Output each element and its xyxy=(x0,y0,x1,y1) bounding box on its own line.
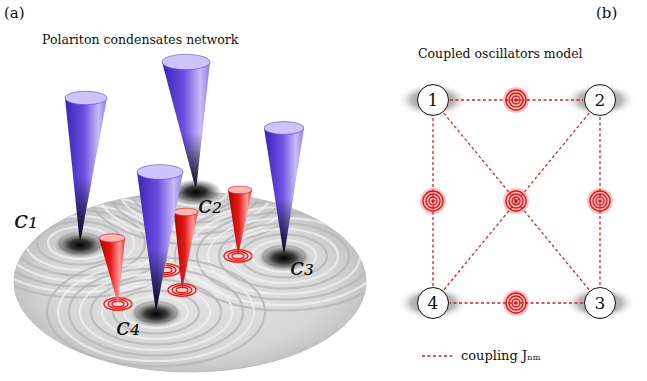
oscillator-node: 4 xyxy=(417,287,449,319)
oscillator-shadows xyxy=(397,83,636,320)
coupling-line xyxy=(450,302,583,303)
red-beam xyxy=(224,186,252,262)
oscillator-node: 3 xyxy=(584,287,616,319)
node-number: 1 xyxy=(428,92,439,109)
condensate-label: c₂ xyxy=(198,190,222,219)
coupling-sites xyxy=(420,87,613,316)
condensate-spots xyxy=(54,179,310,327)
pump-beam xyxy=(137,165,183,312)
condensate-label: c₄ xyxy=(116,312,140,341)
coupling-line xyxy=(444,113,589,290)
sample-disk xyxy=(14,192,366,372)
node-number: 3 xyxy=(595,295,606,312)
node-shadow xyxy=(397,286,469,320)
panel-heading: Coupled oscillators model xyxy=(418,46,583,61)
panel-label: (a) xyxy=(4,4,25,22)
coupling-line xyxy=(444,113,589,290)
condensate-label: c₁ xyxy=(14,205,38,234)
panel-heading: Polariton condensates network xyxy=(42,32,238,47)
red-beam xyxy=(99,234,132,310)
coupling-line xyxy=(599,117,600,286)
laser-beams xyxy=(65,54,304,312)
node-shadow xyxy=(564,83,636,117)
legend-line xyxy=(421,351,455,361)
legend-text: coupling Jₙₘ xyxy=(461,348,541,363)
legend-entry: coupling Jₙₘ xyxy=(421,348,541,363)
pump-beam xyxy=(264,122,304,256)
pump-beam xyxy=(65,91,107,243)
condensate-label: c₃ xyxy=(290,252,314,281)
node-number: 4 xyxy=(428,295,439,312)
node-number: 2 xyxy=(595,92,606,109)
oscillator-node: 2 xyxy=(584,84,616,116)
coupling-line xyxy=(432,117,433,286)
oscillator-node: 1 xyxy=(417,84,449,116)
panel-label: (b) xyxy=(596,4,617,22)
coupling-line xyxy=(450,99,583,100)
